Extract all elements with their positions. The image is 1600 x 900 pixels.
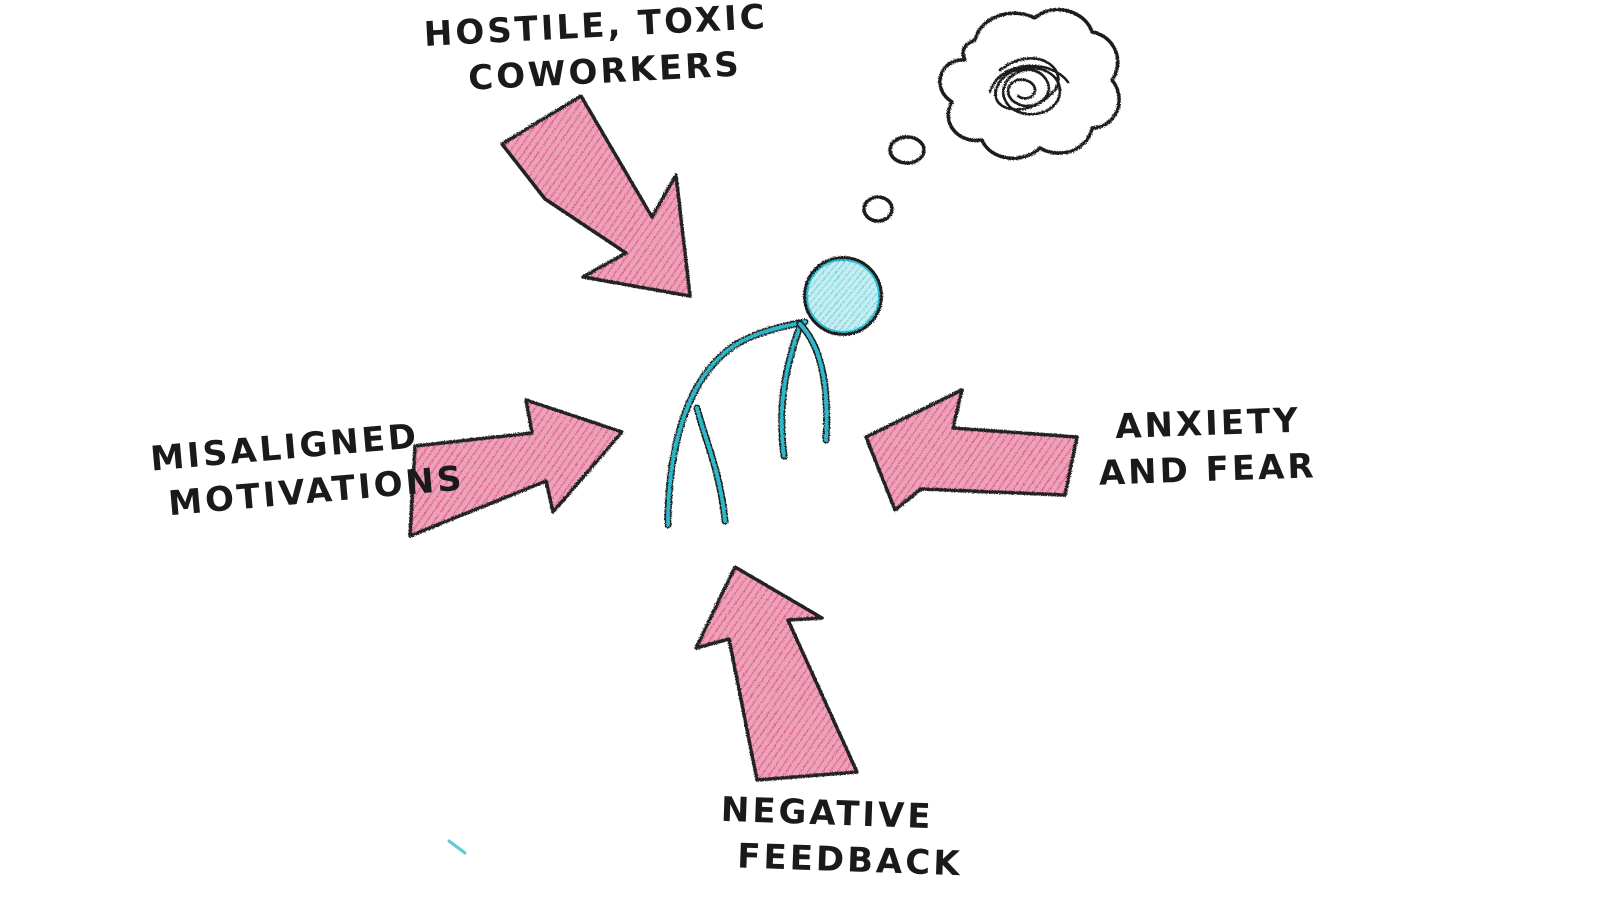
pressure-arrow-icon: [500, 94, 692, 298]
tangled-thought-bubble-icon: [938, 7, 1121, 160]
label-hostile-toxic-coworkers: HOSTILE, TOXIC COWORKERS: [423, 0, 771, 105]
label-line: AND FEAR: [1098, 446, 1318, 494]
stooped-person-icon: [664, 256, 883, 529]
label-line: ANXIETY: [1114, 400, 1302, 448]
head: [803, 256, 883, 336]
stray-mark: [447, 839, 467, 855]
arrow-from-bottom: [694, 565, 859, 782]
label-anxiety-and-fear: ANXIETY AND FEAR: [1096, 398, 1317, 497]
label-line: FEEDBACK: [736, 836, 964, 885]
pressure-arrow-icon: [408, 398, 624, 538]
pressure-arrow-icon: [864, 388, 1079, 512]
arrow-from-right: [864, 388, 1079, 512]
arrow-from-top: [500, 94, 692, 298]
arrow-from-left: [408, 398, 624, 538]
label-line: NEGATIVE: [720, 789, 935, 838]
thought-trail: [862, 135, 926, 223]
label-negative-feedback: NEGATIVE FEEDBACK: [718, 788, 964, 888]
pressure-arrow-icon: [694, 565, 859, 782]
